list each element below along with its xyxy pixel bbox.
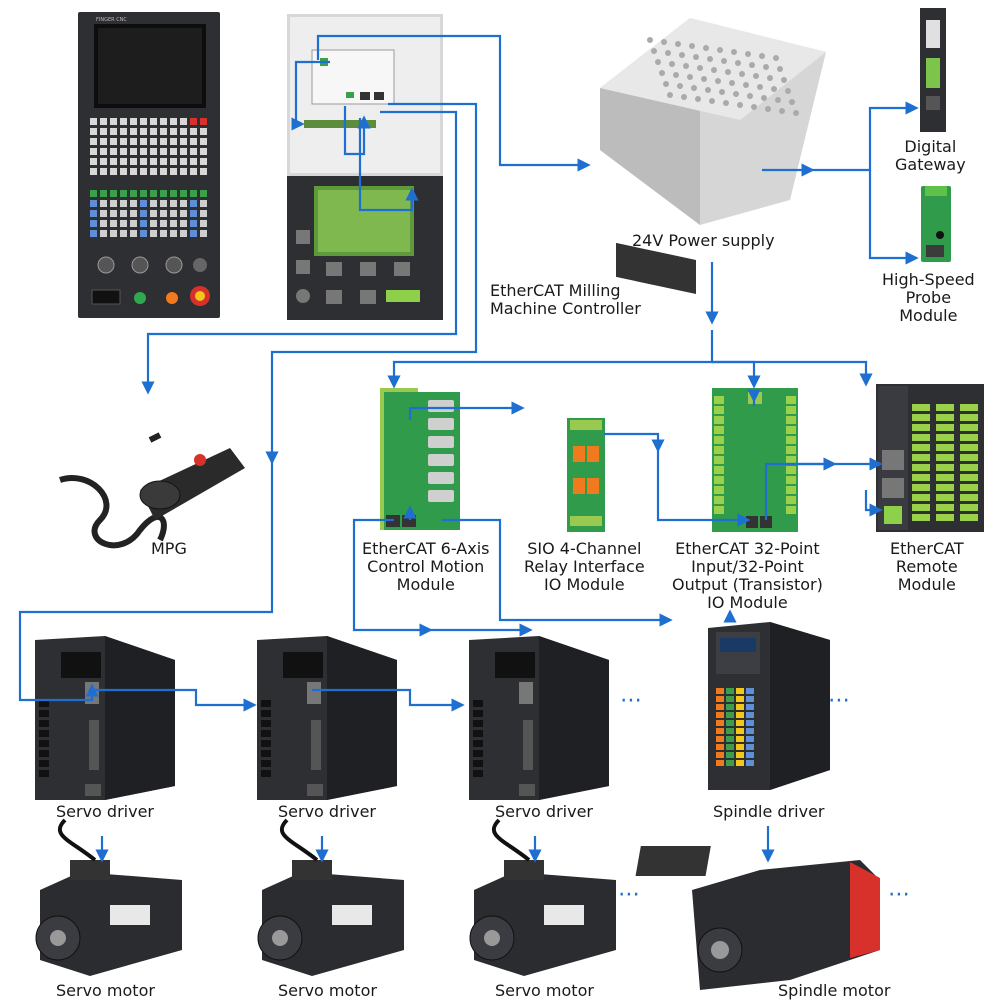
servo-motor-label-3: Servo motor (495, 981, 594, 1000)
connector-line (291, 60, 330, 131)
motion-module-icon (380, 388, 460, 530)
connector-line (604, 432, 665, 453)
more-drivers-ellipsis: ⋯ (620, 688, 644, 713)
cnc-panel-icon: FINGER CNC (78, 12, 220, 318)
servo-driver-icon (35, 636, 175, 800)
servo-driver-label-2: Servo driver (278, 802, 376, 821)
more-motors-ellipsis: ⋯ (618, 882, 642, 907)
connector-line (141, 110, 458, 395)
servo-driver-label-3: Servo driver (495, 802, 593, 821)
panel-brand-text: FINGER CNC (96, 17, 127, 23)
connector-line (312, 688, 465, 712)
more-spindle-drivers-ellipsis: ⋯ (828, 688, 852, 713)
connector-line (265, 102, 478, 465)
connector-line (18, 462, 274, 702)
connector-line (712, 360, 873, 387)
connector-line (92, 688, 257, 712)
connector-line (352, 518, 433, 637)
servo-driver-icon (469, 636, 609, 800)
connector-line (358, 118, 419, 212)
power-supply-icon (600, 18, 826, 294)
remote-module-icon (876, 384, 984, 532)
servo-motor-icon (469, 818, 616, 976)
relay-module-icon (567, 418, 605, 532)
servo-driver-label-1: Servo driver (56, 802, 154, 821)
connector-line (712, 360, 761, 389)
connector-lines (18, 34, 919, 863)
mpg-label: MPG (151, 539, 187, 558)
gateway-icon (920, 8, 946, 132)
servo-motor-label-1: Servo motor (56, 981, 155, 1000)
spindle-motor-label: Spindle motor (778, 981, 891, 1000)
connector-line (864, 490, 883, 517)
servo-motor-icon (257, 818, 404, 976)
mpg-pendant-icon (59, 432, 245, 549)
connector-line (316, 34, 591, 172)
connector-line (812, 101, 919, 172)
connector-line (442, 518, 673, 627)
connector-line (408, 401, 525, 420)
connector-line (868, 170, 919, 265)
connector-line (387, 330, 714, 389)
connector-line (343, 106, 371, 156)
spindle-motor-icon (635, 846, 880, 990)
more-spindle-motors-ellipsis: ⋯ (888, 882, 912, 907)
servo-driver-icon (257, 636, 397, 800)
connector-line (656, 450, 751, 527)
spindle-driver-icon (708, 622, 830, 790)
probe-icon (921, 186, 951, 262)
controller-board-icon (287, 14, 443, 320)
spindle-driver-label: Spindle driver (713, 802, 825, 821)
power-supply-label: 24V Power supply (632, 231, 775, 250)
io-module-icon (712, 388, 798, 532)
servo-motor-label-2: Servo motor (278, 981, 377, 1000)
servo-motor-icon (35, 818, 182, 976)
